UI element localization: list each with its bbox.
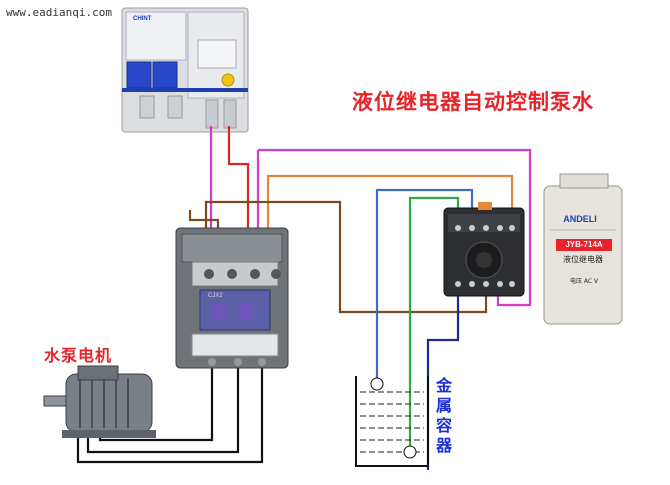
wire-magenta-2 <box>258 148 532 307</box>
breaker-lever-2[interactable] <box>152 61 178 89</box>
wire-orange <box>266 174 514 262</box>
metal-vessel-label: 金属容器 <box>436 376 453 455</box>
relay-socket <box>443 202 525 297</box>
pump-motor-label: 水泵电机 <box>44 346 113 365</box>
wires <box>76 126 532 470</box>
level-relay <box>543 173 623 325</box>
test-button[interactable] <box>221 73 235 87</box>
contactor <box>175 227 289 369</box>
contactor-model: CJX2 <box>208 293 223 299</box>
relay-voltage: 电压 AC V <box>569 278 599 285</box>
breaker-lever-1[interactable] <box>126 61 152 89</box>
breaker-brand: CHINT <box>133 16 152 22</box>
probe-low <box>403 445 417 459</box>
relay-name: 液位继电器 <box>563 255 603 264</box>
relay-model: JYB-714A <box>556 239 612 251</box>
metal-vessel <box>355 376 429 467</box>
wire-brown <box>204 200 488 314</box>
wire-blue <box>375 188 474 380</box>
probe-high <box>370 377 384 391</box>
wire-red <box>227 126 250 262</box>
diagram-title: 液位继电器自动控制泵水 <box>352 90 594 114</box>
pump-motor <box>43 365 156 438</box>
wire-green <box>408 196 460 450</box>
circuit-breaker <box>121 7 249 133</box>
watermark-url: www.eadianqi.com <box>6 6 112 19</box>
relay-brand: ANDELI <box>563 214 597 224</box>
